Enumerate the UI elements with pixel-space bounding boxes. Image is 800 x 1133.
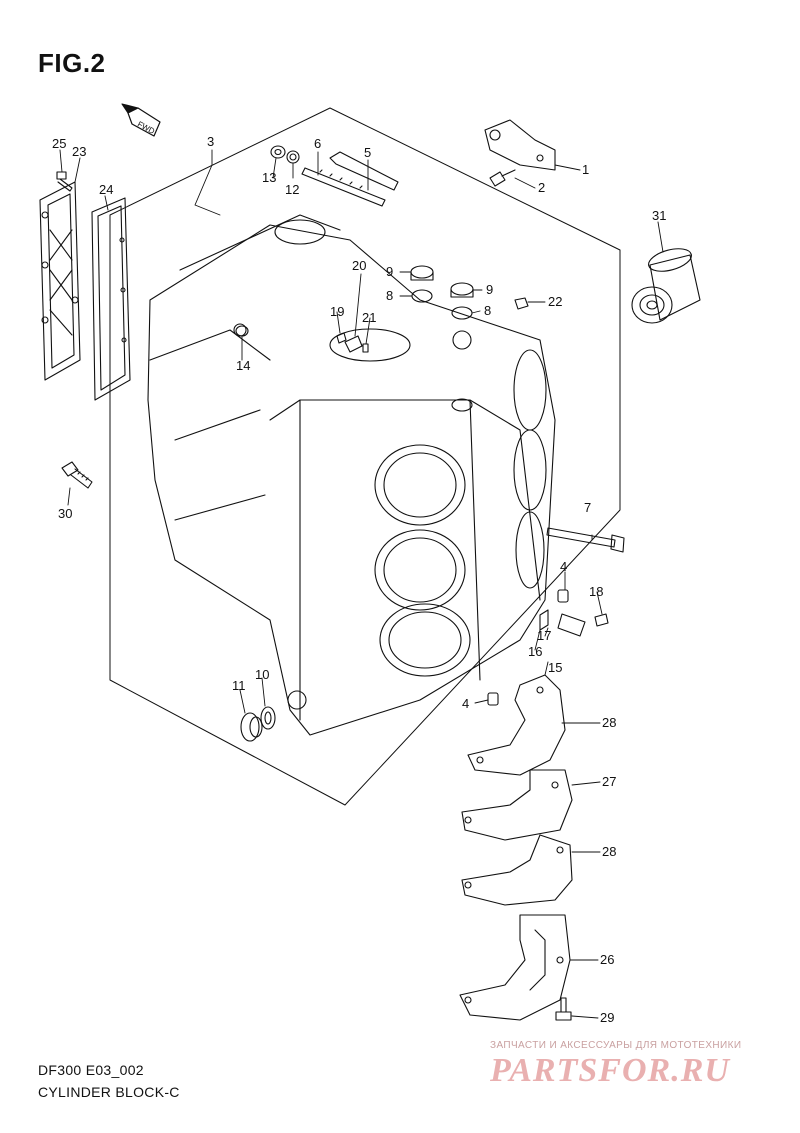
leader-lines xyxy=(59,149,664,1019)
dowel-pin-4-lower xyxy=(487,692,499,706)
callout-9-left: 9 xyxy=(386,264,393,279)
callout-13: 13 xyxy=(262,170,276,185)
callout-2: 2 xyxy=(538,180,545,195)
plug-9-left xyxy=(410,265,434,281)
callout-28-lower: 28 xyxy=(602,844,616,859)
stud-bolts xyxy=(301,151,399,207)
assembly-boundary xyxy=(109,107,621,806)
bolt-30 xyxy=(61,461,93,489)
diagram-model-code: DF300 E03_002 xyxy=(38,1062,144,1078)
side-cover-gasket xyxy=(91,197,131,401)
dowel-pin-4-upper xyxy=(557,589,569,603)
callout-23: 23 xyxy=(72,144,86,159)
callout-22: 22 xyxy=(548,294,562,309)
callout-21: 21 xyxy=(362,310,376,325)
callout-30: 30 xyxy=(58,506,72,521)
callout-27: 27 xyxy=(602,774,616,789)
side-cover-plate xyxy=(39,181,81,381)
cover-26 xyxy=(459,914,571,1021)
o-ring-8-right xyxy=(451,306,473,320)
callout-14: 14 xyxy=(236,358,250,373)
callout-18: 18 xyxy=(589,584,603,599)
fwd-direction-tag: FWD xyxy=(121,103,161,137)
gasket-28-upper xyxy=(467,674,566,776)
callout-15: 15 xyxy=(548,660,562,675)
callout-8-left: 8 xyxy=(386,288,393,303)
callout-10: 10 xyxy=(255,667,269,682)
callout-26: 26 xyxy=(600,952,614,967)
plug-14 xyxy=(235,325,249,337)
callout-20: 20 xyxy=(352,258,366,273)
callout-6: 6 xyxy=(314,136,321,151)
callout-19: 19 xyxy=(330,304,344,319)
spring-16 xyxy=(539,609,549,631)
sensor-20 xyxy=(344,335,363,353)
callout-5: 5 xyxy=(364,145,371,160)
callout-labels: 1 2 3 4 4 5 6 7 8 8 9 9 10 11 12 13 14 1… xyxy=(52,134,666,1025)
callout-3: 3 xyxy=(207,134,214,149)
callout-9-right: 9 xyxy=(486,282,493,297)
figure-title: FIG.2 xyxy=(38,48,106,78)
callout-29: 29 xyxy=(600,1010,614,1025)
diagram-name: CYLINDER BLOCK-C xyxy=(38,1084,180,1100)
washer-12 xyxy=(286,150,300,164)
bolt-29 xyxy=(555,997,572,1021)
watermark-brand: PARTSFOR.RU xyxy=(490,1052,730,1089)
bolt-7 xyxy=(546,527,625,553)
screw-18 xyxy=(594,613,609,627)
callout-4-lower: 4 xyxy=(462,696,469,711)
callout-17: 17 xyxy=(537,628,551,643)
bolt-2 xyxy=(489,169,516,187)
plug-11 xyxy=(240,712,263,742)
callout-4-upper: 4 xyxy=(560,559,567,574)
callout-24: 24 xyxy=(99,182,113,197)
watermark-tagline: ЗАПЧАСТИ И АКСЕССУАРЫ ДЛЯ МОТОТЕХНИКИ xyxy=(490,1040,742,1051)
callout-11: 11 xyxy=(232,678,246,693)
washer-10 xyxy=(260,706,276,730)
nut-22 xyxy=(514,297,529,310)
gasket-28-lower xyxy=(461,834,573,906)
bolt-25 xyxy=(56,171,73,192)
valve-17 xyxy=(557,613,586,637)
callout-31: 31 xyxy=(652,208,666,223)
callout-28-upper: 28 xyxy=(602,715,616,730)
plug-9-right xyxy=(450,282,474,298)
clip-19 xyxy=(336,332,347,344)
callout-8-right: 8 xyxy=(484,303,491,318)
callout-12: 12 xyxy=(285,182,299,197)
bracket-1 xyxy=(484,119,556,171)
pin-21 xyxy=(362,343,369,353)
plate-27 xyxy=(461,769,573,841)
oil-filter-31 xyxy=(631,248,701,324)
cylinder-block xyxy=(147,214,556,736)
washer-13 xyxy=(270,145,286,159)
callout-16: 16 xyxy=(528,644,542,659)
callout-25: 25 xyxy=(52,136,66,151)
callout-1: 1 xyxy=(582,162,589,177)
callout-7: 7 xyxy=(584,500,591,515)
